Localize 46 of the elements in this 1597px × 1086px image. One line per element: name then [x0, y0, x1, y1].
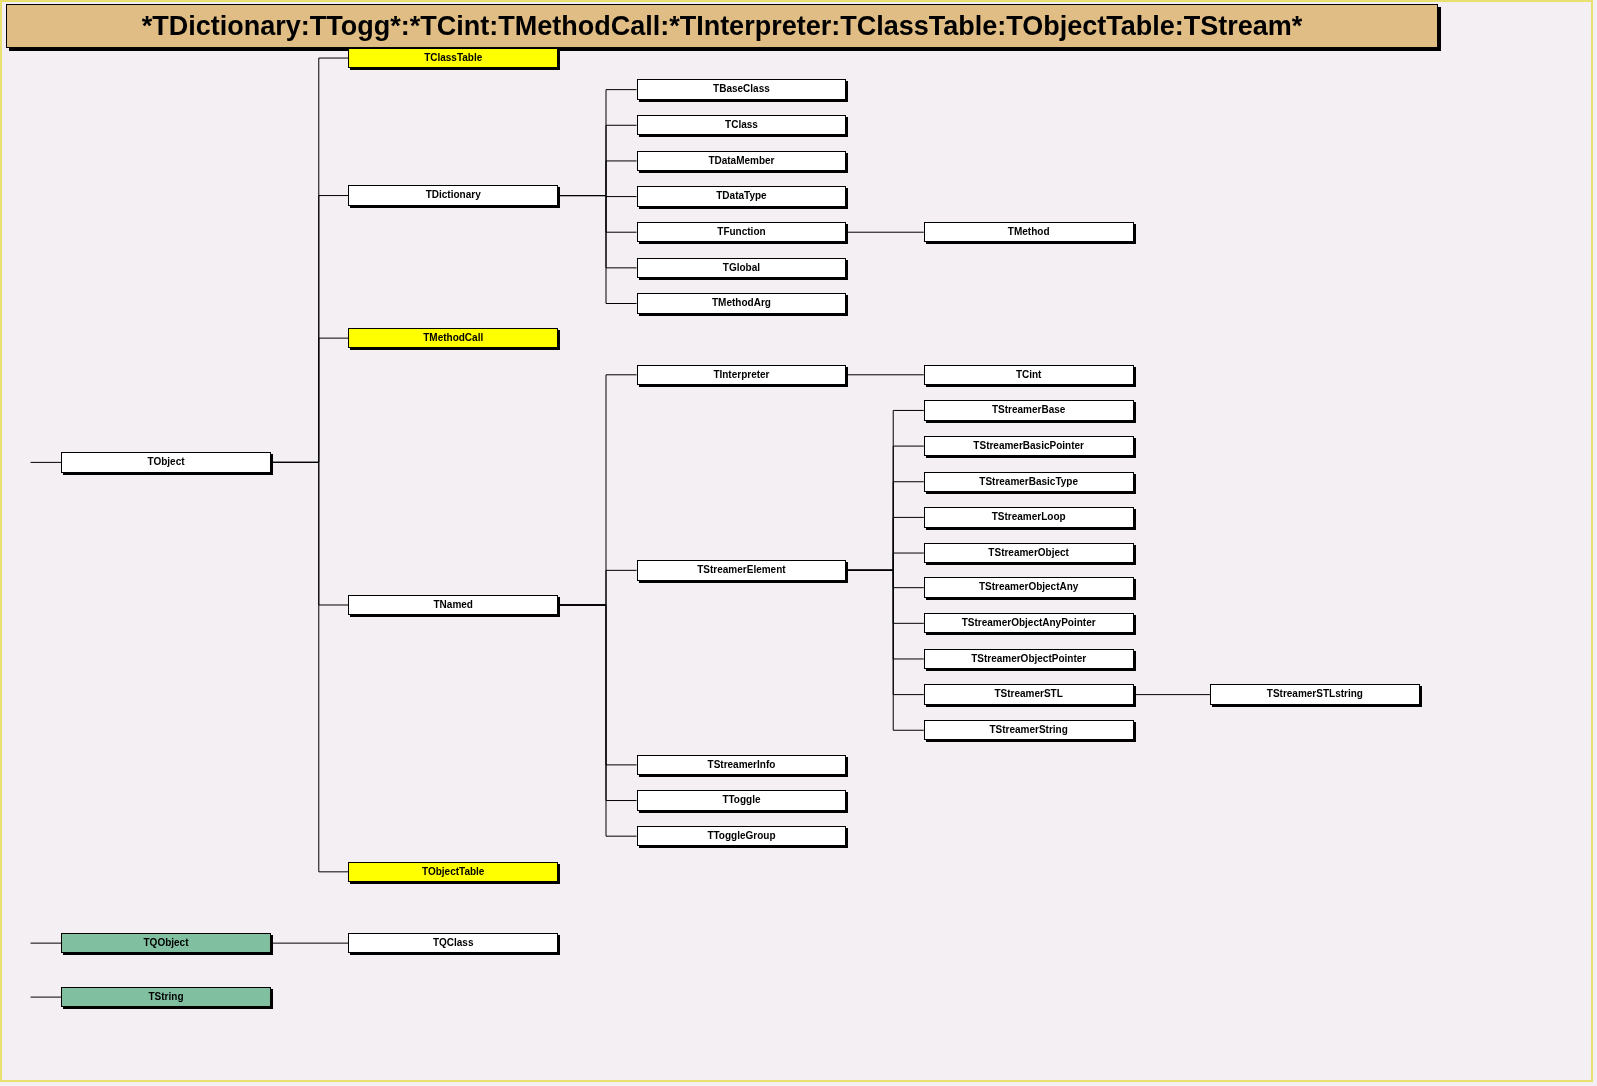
- connector-line: [270, 461, 349, 873]
- class-box: TObjectTable: [348, 861, 559, 882]
- connector-line: [270, 942, 349, 944]
- class-box: TString: [61, 986, 271, 1008]
- connector-line: [557, 604, 638, 837]
- class-box: TStreamerObject: [923, 542, 1134, 564]
- class-box: TQObject: [61, 932, 271, 954]
- class-box: TStreamerSTLstring: [1209, 684, 1420, 705]
- class-box: TStreamerSTL: [923, 684, 1134, 705]
- class-box: TMethodCall: [348, 327, 559, 349]
- class-box: TStreamerBase: [923, 400, 1134, 421]
- class-box: TStreamerBasicType: [923, 471, 1134, 492]
- class-box: TStreamerBasicPointer: [923, 435, 1134, 457]
- class-box: TMethodArg: [636, 293, 847, 314]
- class-box: TQClass: [348, 932, 559, 954]
- class-box: TFunction: [636, 222, 847, 243]
- connector-line: [30, 996, 62, 998]
- class-box: TNamed: [348, 594, 559, 616]
- class-box: TStreamerObjectAnyPointer: [923, 613, 1134, 634]
- class-box: TStreamerInfo: [636, 754, 847, 776]
- class-box: TInterpreter: [636, 364, 847, 385]
- class-box: TDictionary: [348, 185, 559, 206]
- class-box: TClassTable: [348, 47, 559, 69]
- connector-line: [557, 195, 638, 304]
- class-box: TStreamerObjectAny: [923, 577, 1134, 598]
- class-box: TStreamerString: [923, 720, 1134, 741]
- class-box: TCint: [923, 364, 1134, 385]
- class-box: TToggle: [636, 790, 847, 811]
- connector-line: [1133, 694, 1211, 696]
- connector-line: [30, 942, 62, 944]
- class-box: TStreamerObjectPointer: [923, 648, 1134, 670]
- class-box: TStreamerLoop: [923, 507, 1134, 528]
- connector-line: [845, 374, 925, 376]
- class-box: TBaseClass: [636, 79, 847, 100]
- diagram-title: *TDictionary:TTogg*:*TCint:TMethodCall:*TInterpreter:TClassTable:TObjectTable:TStream*: [6, 4, 1438, 48]
- connector-line: [845, 569, 925, 731]
- class-box: TToggleGroup: [636, 826, 847, 847]
- connector-line: [845, 231, 925, 233]
- class-box: TStreamerElement: [636, 560, 847, 581]
- class-box: TMethod: [923, 222, 1134, 243]
- class-box: TGlobal: [636, 257, 847, 279]
- class-box: TClass: [636, 115, 847, 136]
- class-box: TDataMember: [636, 150, 847, 172]
- class-box: TObject: [61, 452, 271, 473]
- class-box: TDataType: [636, 186, 847, 207]
- connector-line: [30, 461, 62, 463]
